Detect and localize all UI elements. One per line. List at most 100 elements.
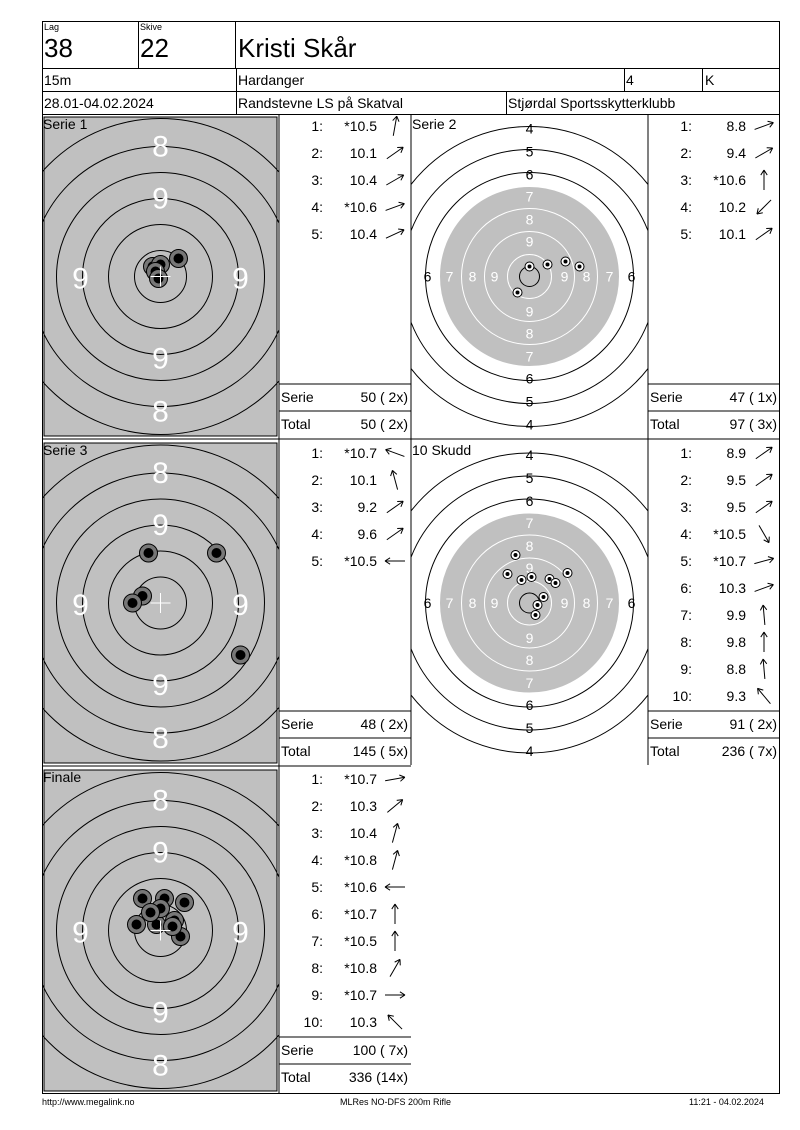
- direction-arrow-head: [400, 528, 404, 534]
- target-ring: [484, 231, 575, 322]
- ring-label: 7: [606, 595, 614, 611]
- footer-url[interactable]: http://www.megalink.no: [42, 1097, 135, 1107]
- serie-value: 100 ( 7x): [353, 1042, 408, 1058]
- direction-arrow: [385, 449, 405, 457]
- target-ring: [461, 534, 598, 672]
- ring-label: 7: [606, 269, 614, 285]
- ring-label: 6: [628, 595, 636, 611]
- ring-label: 7: [526, 189, 534, 205]
- shot-number: 4:: [680, 526, 692, 542]
- total-label: Total: [650, 743, 680, 759]
- ring-label: 7: [446, 595, 454, 611]
- direction-arrow-head: [769, 474, 773, 480]
- target-ring: [42, 772, 279, 1089]
- target-ring: [56, 498, 265, 708]
- shot-center: [565, 571, 570, 575]
- shot-value: 10.1: [719, 226, 746, 242]
- shot-center: [545, 262, 550, 267]
- shot-center: [137, 893, 148, 904]
- direction-arrow: [754, 122, 774, 130]
- target-ring: [108, 878, 213, 983]
- shot-center: [151, 919, 162, 930]
- shot-value: 9.3: [727, 688, 747, 704]
- shot-value: 9.4: [727, 145, 747, 161]
- ring-label: 5: [526, 470, 534, 486]
- series-title: 10 Skudd: [412, 442, 471, 458]
- direction-arrow: [387, 799, 403, 813]
- ring-label-9: 9: [152, 183, 169, 216]
- shot-value: 8.8: [727, 118, 747, 134]
- shot-value: 9.8: [727, 634, 747, 650]
- direction-arrow: [385, 203, 405, 211]
- total-label: Total: [281, 743, 311, 759]
- target-ring: [82, 524, 239, 682]
- direction-arrow: [392, 116, 398, 136]
- ring-label: 8: [469, 595, 477, 611]
- shot-number: 9:: [311, 987, 323, 1003]
- shot-center: [167, 921, 178, 932]
- direction-arrow: [754, 584, 774, 592]
- ring-label: 7: [526, 349, 534, 365]
- target-ring: [411, 126, 648, 427]
- shot-center: [577, 264, 582, 269]
- shot-value: 10.3: [719, 580, 746, 596]
- direction-arrow-head: [394, 903, 399, 910]
- shot-value: 10.3: [350, 798, 377, 814]
- ring-label: 9: [526, 304, 534, 320]
- target-ring: [425, 498, 634, 708]
- direction-arrow: [391, 850, 399, 870]
- shot-number: 7:: [680, 607, 692, 623]
- direction-arrow-head: [390, 470, 393, 477]
- shot-center: [541, 595, 546, 599]
- ring-label-8: 8: [152, 457, 169, 490]
- total-label: Total: [650, 416, 680, 432]
- ring-label: 8: [583, 269, 591, 285]
- shot-number: 5:: [311, 226, 323, 242]
- shot-value: *10.6: [344, 879, 377, 895]
- ring-label: 9: [561, 595, 569, 611]
- direction-arrow-head: [756, 208, 759, 215]
- shot-value: 10.4: [350, 825, 377, 841]
- shot-center: [527, 264, 532, 269]
- shot-value: 9.5: [727, 499, 747, 515]
- direction-arrow-head: [760, 169, 765, 176]
- series-title: Serie 2: [412, 116, 457, 132]
- shot-number: 5:: [311, 553, 323, 569]
- shot-number: 3:: [311, 499, 323, 515]
- direction-arrow-head: [400, 203, 405, 209]
- shot-center: [143, 548, 154, 558]
- ring-label-9: 9: [232, 263, 249, 296]
- shot-center: [153, 273, 164, 284]
- series-title: Serie 3: [43, 442, 88, 458]
- ring-label: 5: [526, 144, 534, 160]
- shot-value: 10.1: [350, 145, 377, 161]
- shooter-name: Kristi Skår: [238, 33, 357, 63]
- direction-arrow-head: [762, 604, 768, 611]
- direction-arrow: [755, 446, 773, 460]
- shot-center: [563, 259, 568, 264]
- shot-number: 5:: [680, 553, 692, 569]
- skive-value: 22: [140, 33, 169, 63]
- ring-label: 9: [561, 269, 569, 285]
- direction-arrow-head: [384, 560, 391, 565]
- shot-number: 6:: [680, 580, 692, 596]
- direction-arrow: [386, 146, 404, 160]
- ring-label: 6: [526, 167, 534, 183]
- ring-label: 6: [526, 493, 534, 509]
- ring-label: 5: [526, 394, 534, 410]
- direction-arrow: [762, 604, 766, 626]
- club-region: Hardanger: [238, 72, 305, 88]
- lag-value: 38: [44, 33, 73, 63]
- shot-value: *10.7: [344, 906, 377, 922]
- direction-arrow-head: [400, 776, 406, 782]
- shot-value: *10.7: [344, 771, 377, 787]
- target-ring: [461, 208, 598, 345]
- total-value: 336 (14x): [349, 1069, 408, 1085]
- target-ring: [82, 198, 239, 355]
- shot-value: *10.6: [344, 199, 377, 215]
- direction-arrow: [387, 1014, 403, 1030]
- target-ring: [108, 550, 213, 656]
- direction-arrow-head: [398, 228, 405, 231]
- ring-label: 6: [526, 371, 534, 387]
- direction-arrow-head: [756, 212, 763, 215]
